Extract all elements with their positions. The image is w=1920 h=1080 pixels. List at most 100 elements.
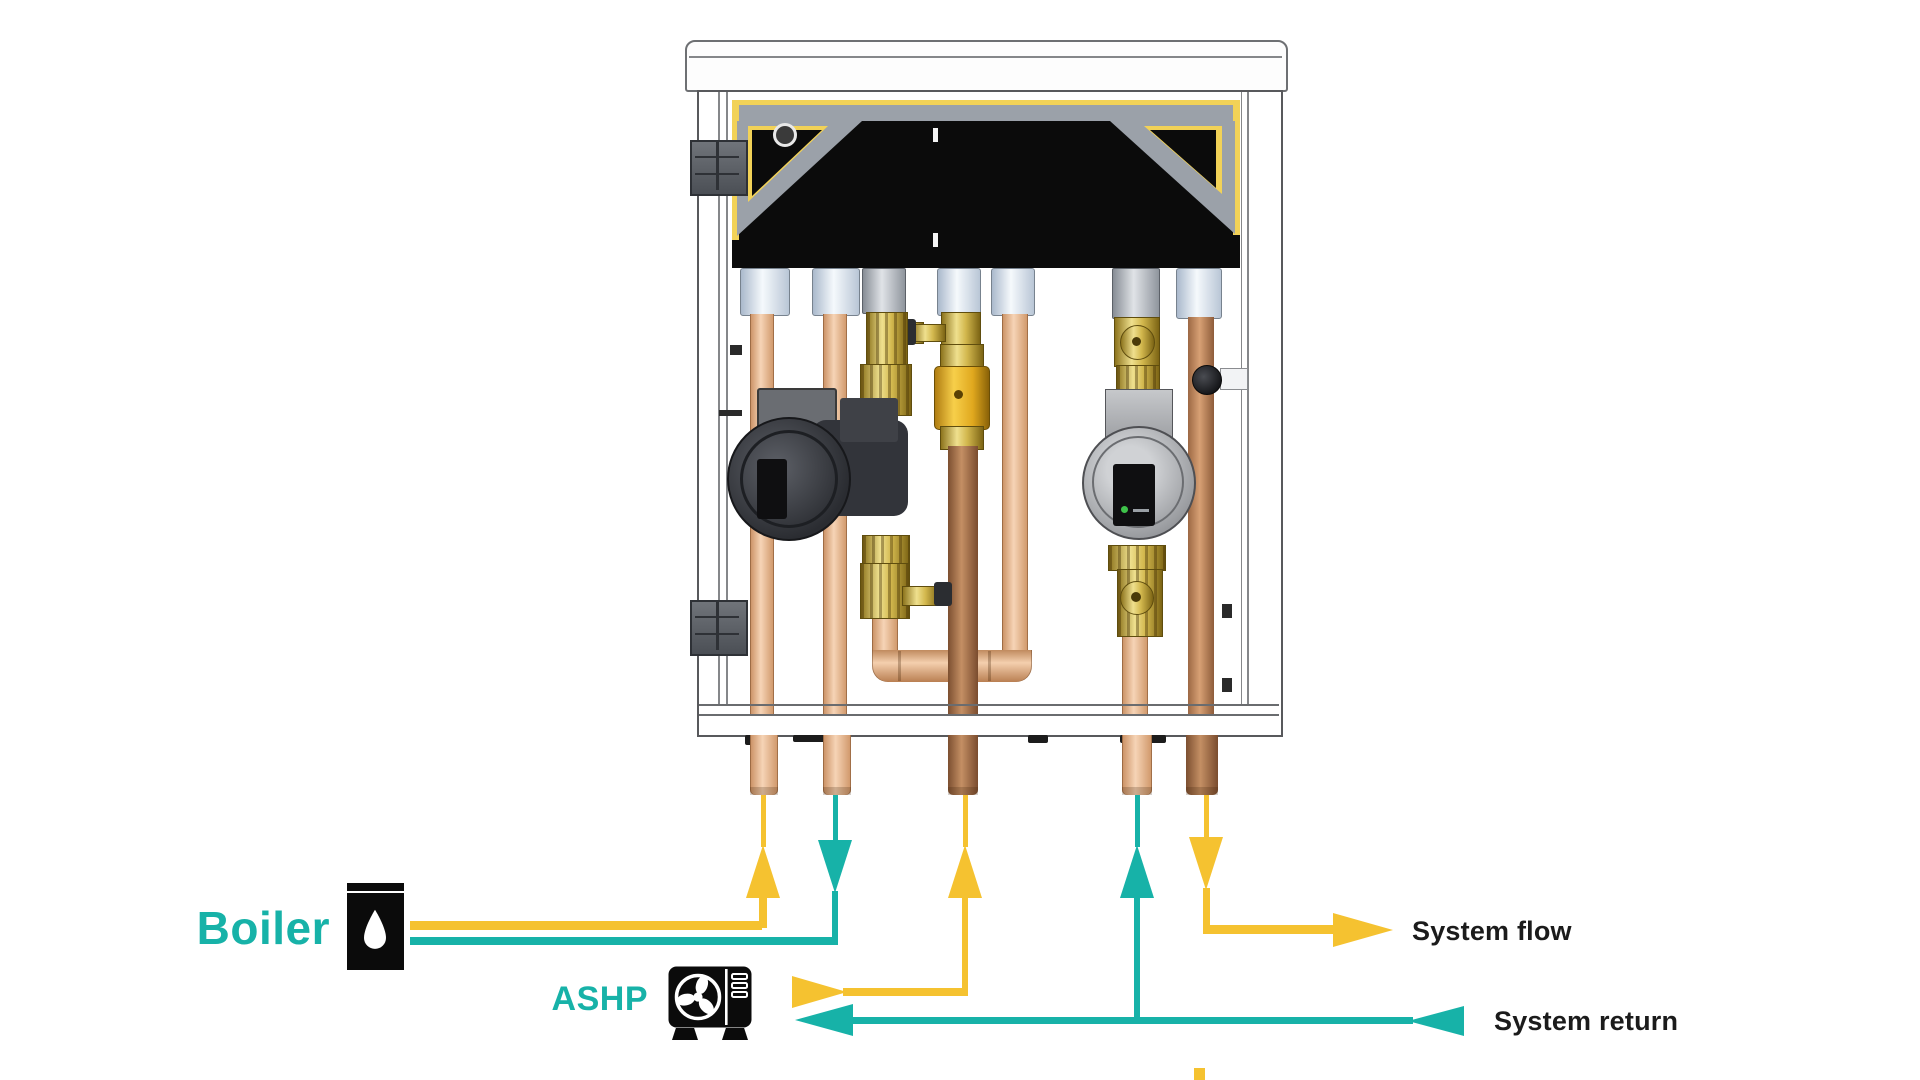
cabinet-foot <box>793 735 841 742</box>
ashp-label: ASHP <box>551 980 648 1018</box>
boiler-label: Boiler <box>196 902 330 954</box>
pipe-crossover-riser <box>1002 314 1028 660</box>
pipe-end <box>823 787 851 795</box>
pipe-collar-7 <box>1176 268 1222 319</box>
left-pump-connector <box>840 398 898 442</box>
exit-pipe-2 <box>823 733 851 795</box>
pipe-collar-6 <box>1112 268 1160 319</box>
screw-hole-icon <box>773 123 797 147</box>
ashp-flow-line-h <box>843 988 968 996</box>
pump-led <box>1121 506 1128 513</box>
hinge-pin <box>716 142 719 190</box>
exit-pipe-5 <box>1186 733 1218 795</box>
crossover-joint2 <box>988 651 991 681</box>
pipe-collar-4 <box>937 268 981 316</box>
check-valve-screw <box>1132 337 1141 346</box>
panel-highlight <box>933 128 938 142</box>
system-flow-line-thin <box>1204 795 1209 839</box>
left-pump-face-ring <box>740 430 838 528</box>
door-latch-tick <box>730 345 742 355</box>
wall-clip2 <box>1222 678 1232 692</box>
check-valve-face <box>1120 325 1155 360</box>
left-isolation-valve <box>866 312 908 366</box>
right-valve-screw <box>1131 592 1141 602</box>
system-flow-label: System flow <box>1412 916 1572 946</box>
pipe-ashp-flow <box>948 446 978 734</box>
panel-highlight2 <box>933 233 938 247</box>
right-pump-display <box>1113 464 1155 526</box>
exit-pipe-3 <box>948 733 978 795</box>
return-branch-line-v <box>1134 897 1140 1021</box>
system-flow-arrowhead-right-icon <box>1333 913 1393 947</box>
system-return-arrowhead-left-icon <box>795 1004 853 1036</box>
pump-display-text <box>1133 509 1149 512</box>
pipe-collar-2 <box>812 268 860 316</box>
system-flow-arrowhead-down-icon <box>1189 837 1223 890</box>
boiler-flow-line-h <box>410 921 762 930</box>
hinge-slot <box>695 633 739 635</box>
air-vent-knob <box>1192 365 1222 395</box>
boiler-icon <box>347 883 404 891</box>
right-pump-union-top <box>1116 365 1160 391</box>
pipe-collar-1 <box>740 268 790 316</box>
cropped-flow-dash <box>1194 1068 1205 1080</box>
ashp-icon-foot <box>672 1028 698 1040</box>
boiler-icon-body <box>347 893 404 970</box>
left-pump-union-bottom <box>862 535 910 565</box>
left-lower-valve <box>860 563 910 619</box>
hinge-slot <box>695 616 739 618</box>
hinge-slot <box>695 156 739 158</box>
right-pump-union-bottom <box>1108 545 1166 571</box>
ashp-icon <box>668 966 752 1028</box>
pipe-end <box>1122 787 1152 795</box>
wall-clip <box>1222 604 1232 618</box>
door-edge-line-inner <box>726 92 728 704</box>
ashp-icon-foot2 <box>722 1028 748 1040</box>
exit-pipe-1 <box>750 733 778 795</box>
pipe-end <box>750 787 778 795</box>
panel-gray-band <box>737 105 1235 121</box>
system-return-label: System return <box>1494 1006 1679 1036</box>
boiler-flow-arrowhead-up-icon <box>746 845 780 898</box>
ashp-column-fitting <box>941 312 981 348</box>
left-drain-tip <box>934 582 952 606</box>
panel-trim-top <box>732 100 1240 105</box>
pipe-collar-5 <box>991 268 1035 316</box>
right-pump-face-ring <box>1092 436 1184 528</box>
crossover-joint <box>898 651 901 681</box>
hinge-top <box>690 140 748 196</box>
cabinet-floor-line <box>699 704 1279 706</box>
right-inner-wall-line2 <box>1241 92 1242 704</box>
return-branch-arrowhead-up-icon <box>1120 845 1154 898</box>
boiler-return-line-v <box>832 891 838 945</box>
cabinet-bottom-panel <box>699 714 1279 735</box>
system-flow-line-v <box>1203 888 1210 934</box>
ashp-flow-line-v <box>962 897 968 994</box>
right-inner-wall-line <box>1247 92 1249 704</box>
system-flow-line-h <box>1203 925 1337 934</box>
door-edge-line-outer <box>718 92 720 704</box>
drain-cock-arm <box>912 324 946 342</box>
hinge-bottom <box>690 600 748 656</box>
cabinet-foot <box>1028 735 1048 743</box>
pipe-collar-3 <box>862 268 906 314</box>
ashp-flow-arrowhead-up-icon <box>948 845 982 898</box>
left-pump-label <box>757 459 787 519</box>
pipe-end <box>1186 787 1218 795</box>
boiler-return-arrowhead-down-icon <box>818 840 852 893</box>
hinge-pin <box>716 602 719 650</box>
boiler-flow-line-thin <box>761 795 766 847</box>
panel-trim-right <box>1233 100 1240 235</box>
cabinet-lid <box>685 40 1288 92</box>
return-branch-line-thin <box>1135 795 1140 847</box>
water-drop-icon <box>364 909 386 949</box>
bypass-valve-port <box>954 390 963 399</box>
exit-pipe-4 <box>1122 733 1152 795</box>
bypass-valve-body <box>934 366 990 430</box>
ashp-flow-arrowhead-right-icon <box>792 976 847 1008</box>
system-return-line-h <box>851 1017 1413 1024</box>
cabinet-lid-seam <box>689 56 1282 58</box>
hinge-slot <box>695 173 739 175</box>
boiler-return-line-thin <box>833 795 838 842</box>
